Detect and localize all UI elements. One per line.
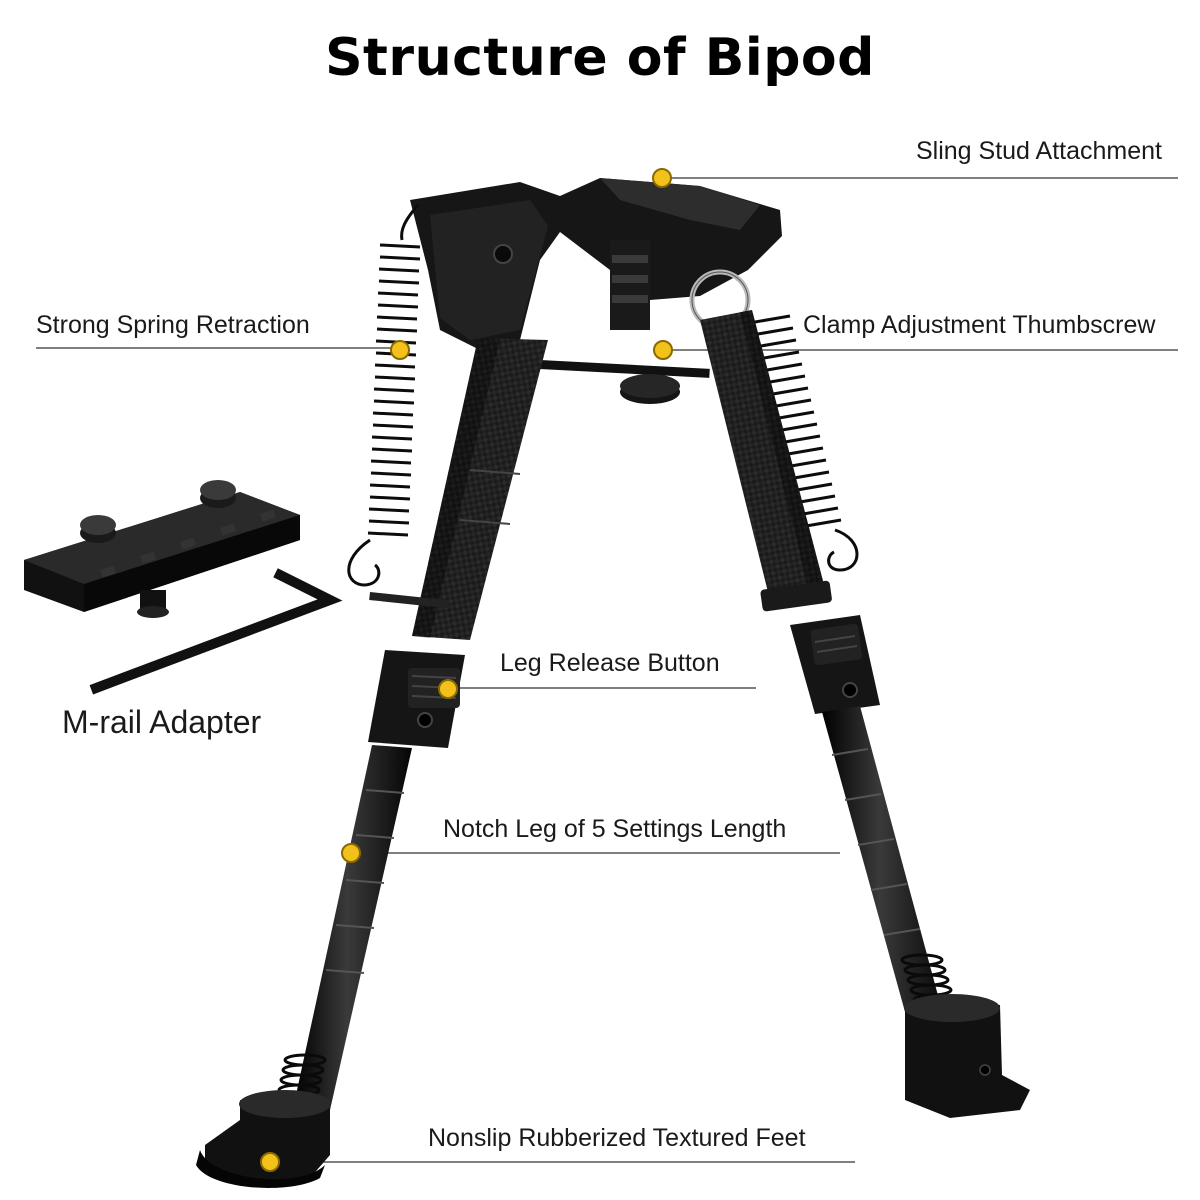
marker-notch-leg [341,843,361,863]
left-foot [205,1100,330,1182]
label-sling-stud: Sling Stud Attachment [916,137,1162,165]
diagram-title: Structure of Bipod [325,28,875,88]
adapter-screws [80,480,236,543]
marker-sling-stud [652,168,672,188]
marker-leg-release [438,679,458,699]
right-foot [905,1005,1030,1118]
hex-key [89,568,343,695]
marker-clamp [653,340,673,360]
label-m-rail-adapter: M-rail Adapter [62,704,262,740]
markers [260,168,673,1172]
label-feet: Nonslip Rubberized Textured Feet [428,1124,806,1152]
label-clamp: Clamp Adjustment Thumbscrew [803,311,1156,339]
marker-spring [390,340,410,360]
label-spring: Strong Spring Retraction [36,311,310,339]
left-leg [196,338,548,1188]
marker-feet [260,1152,280,1172]
label-notch-leg: Notch Leg of 5 Settings Length [443,815,787,843]
right-leg [700,310,1030,1118]
bipod-head [410,178,782,404]
right-spring [754,314,859,572]
springs [347,204,859,587]
label-leg-release: Leg Release Button [500,649,720,677]
left-spring [347,243,421,587]
m-rail-adapter [24,480,300,618]
